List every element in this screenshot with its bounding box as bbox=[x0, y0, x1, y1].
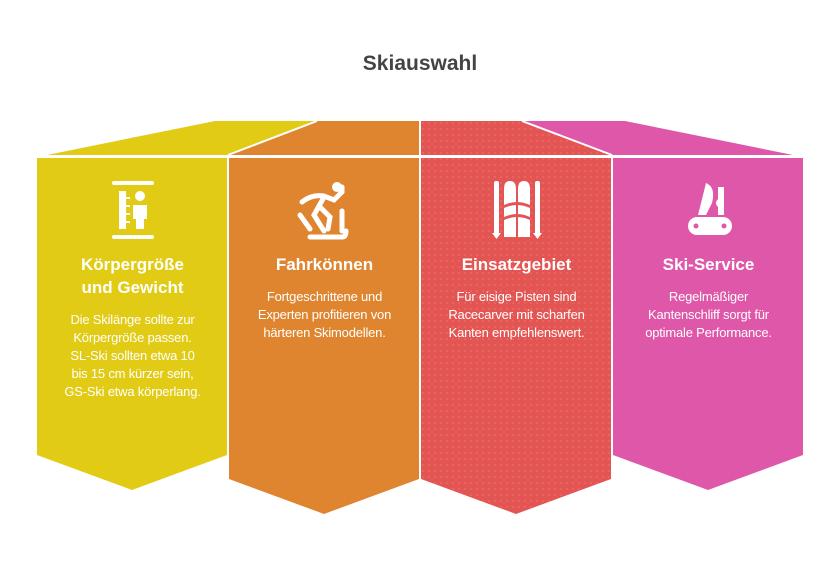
orange-top-face bbox=[228, 121, 420, 155]
orange-panel bbox=[229, 158, 419, 514]
column-heading: Einsatzgebiet bbox=[461, 255, 572, 274]
diagram-title: Skiauswahl bbox=[362, 52, 478, 75]
red-top-face-dots bbox=[420, 121, 612, 155]
skis-poles-icon bbox=[491, 181, 542, 239]
column-terrain: Einsatzgebiet Für eisige Pisten sind Rac… bbox=[421, 175, 612, 342]
height-measure-icon bbox=[111, 181, 154, 239]
multitool-icon bbox=[687, 183, 732, 235]
red-panel-dots bbox=[421, 158, 611, 514]
column-heading: Ski-Service bbox=[662, 255, 755, 274]
column-skill: Fahrkönnen Fortgeschrittene und Experten… bbox=[229, 175, 420, 342]
column-text: Für eisige Pisten sind Racecarver mit sc… bbox=[448, 289, 585, 340]
column-text: Fortgeschrittene und Experten profitiere… bbox=[257, 289, 392, 340]
yellow-panel bbox=[37, 158, 227, 490]
column-text: Die Skilänge sollte zur Körpergröße pass… bbox=[64, 312, 201, 399]
column-heading: Fahrkönnen bbox=[275, 255, 374, 274]
skier-icon bbox=[297, 182, 348, 240]
column-service: Ski-Service Regelmäßiger Kantenschliff s… bbox=[613, 175, 804, 342]
column-text: Regelmäßiger Kantenschliff sorgt für opt… bbox=[645, 289, 772, 340]
pink-panel bbox=[613, 158, 803, 490]
